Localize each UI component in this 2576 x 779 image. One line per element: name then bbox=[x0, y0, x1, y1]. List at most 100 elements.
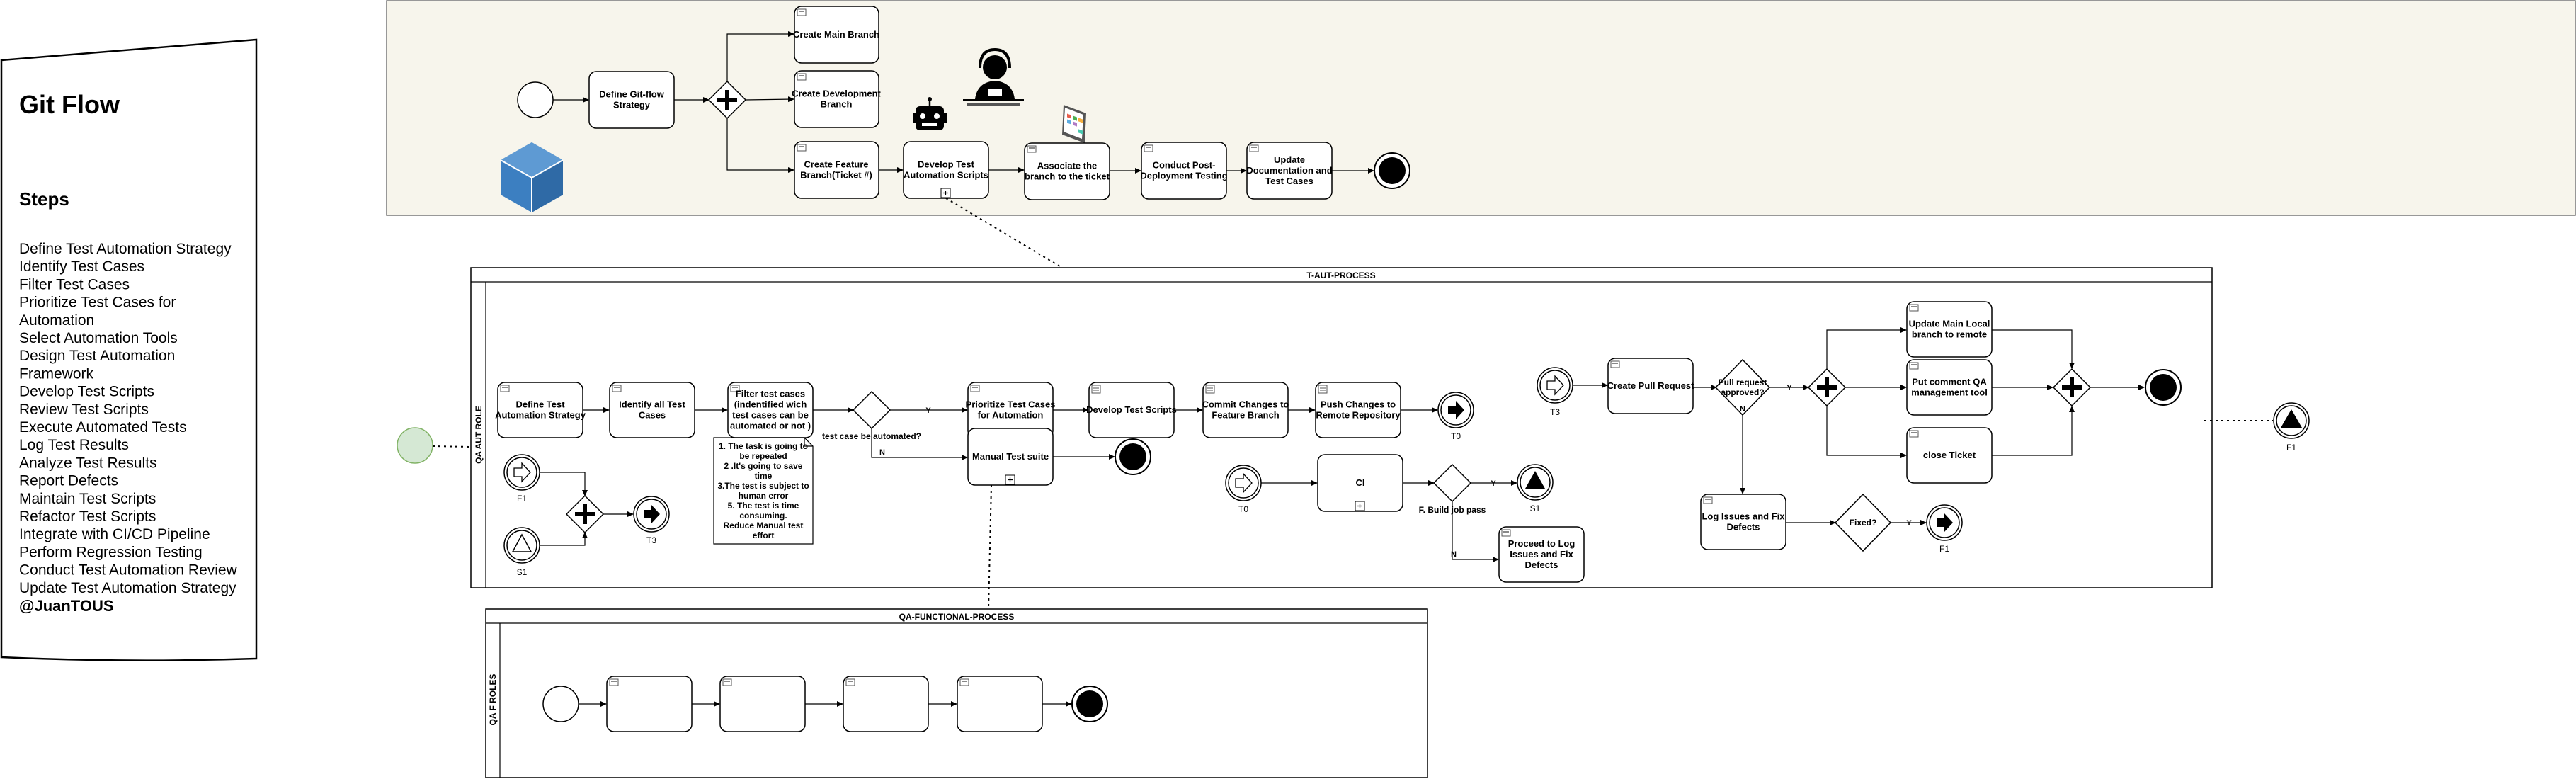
task-develop-test-scripts[interactable]: Develop Test Scripts bbox=[1086, 382, 1177, 438]
label-line: Strategy bbox=[613, 100, 651, 110]
event-label-s1-left: S1 bbox=[517, 567, 528, 577]
task-update-documentation-icon bbox=[1249, 144, 1259, 152]
label-line: Create Feature bbox=[804, 159, 868, 170]
label-line: time bbox=[755, 471, 773, 481]
flow-label-no-build: N bbox=[1451, 550, 1457, 559]
intermediate-throw-t3-left[interactable] bbox=[633, 496, 670, 533]
event-label-t3-left: T3 bbox=[646, 535, 656, 545]
signal-triangle-icon bbox=[2281, 409, 2302, 428]
card-step-item: Integrate with CI/CD Pipeline bbox=[19, 526, 210, 542]
flow-label-yes-fixed: Y bbox=[1906, 519, 1912, 528]
catch-event-s1[interactable] bbox=[503, 527, 540, 564]
qaf-task-1[interactable] bbox=[606, 676, 693, 732]
qaf-start-event[interactable] bbox=[542, 686, 579, 722]
label-line: Documentation and bbox=[1246, 165, 1332, 176]
card-shape bbox=[0, 38, 258, 661]
end-event-pr[interactable] bbox=[2145, 369, 2182, 406]
card-steps-list: Define Test Automation StrategyIdentify … bbox=[19, 241, 238, 596]
card-step-item: Refactor Test Scripts bbox=[19, 508, 156, 525]
task-ci[interactable]: CI bbox=[1317, 454, 1403, 512]
label-line: Remote Repository bbox=[1316, 410, 1401, 421]
label-line: test cases can be bbox=[732, 410, 809, 421]
label-line: Develop Test Scripts bbox=[1086, 404, 1177, 415]
arrow-right-icon bbox=[644, 505, 660, 523]
catch-event-f1[interactable] bbox=[503, 454, 540, 491]
label-line: Commit Changes to bbox=[1202, 399, 1289, 410]
label-line: Log Issues and Fix bbox=[1702, 511, 1785, 522]
flow-label-yes: Y bbox=[925, 406, 931, 415]
signal-triangle-icon bbox=[511, 533, 532, 552]
card-author: @JuanTOUS bbox=[19, 597, 114, 615]
label-line: be repeated bbox=[739, 451, 787, 461]
subprocess-marker-icon bbox=[1355, 501, 1365, 511]
robot-icon bbox=[913, 97, 947, 130]
task-associate-branch-icon bbox=[1027, 145, 1037, 153]
board-icon bbox=[1062, 105, 1086, 143]
label-line: approved? bbox=[1721, 387, 1764, 397]
task-prioritize-icon bbox=[970, 385, 980, 392]
task-create-pull-request[interactable]: Create Pull Request bbox=[1607, 358, 1694, 414]
label-line: CI bbox=[1356, 477, 1365, 488]
left-parallel-gateway[interactable] bbox=[565, 494, 605, 534]
label-line: Automation Scripts bbox=[904, 170, 988, 181]
task-develop-test-scripts-label: Develop Test Scripts bbox=[1086, 404, 1177, 415]
external-start-event[interactable] bbox=[397, 427, 433, 464]
label-line: Put comment QA bbox=[1912, 377, 1987, 387]
qaf-pool-title: QA-FUNCTIONAL-PROCESS bbox=[899, 612, 1015, 622]
intermediate-throw-t0-top[interactable] bbox=[1437, 392, 1474, 428]
end-event-manual[interactable] bbox=[1115, 438, 1151, 475]
qaf-task-4[interactable] bbox=[957, 676, 1043, 732]
label-line: 5. The test is time bbox=[728, 501, 799, 511]
catch-event-s1-right[interactable] bbox=[1517, 464, 1554, 501]
task-manual-test-suite[interactable]: Manual Test suite bbox=[967, 428, 1054, 486]
label-line: effort bbox=[753, 530, 775, 540]
label-line: branch to the ticket bbox=[1025, 171, 1110, 182]
label-line: Defects bbox=[1727, 522, 1760, 533]
catch-event-t3[interactable] bbox=[1537, 367, 1573, 404]
gateway-fixed[interactable] bbox=[1834, 493, 1892, 552]
card-step-item: Framework bbox=[19, 365, 94, 382]
pr-parallel-join-gateway[interactable] bbox=[2052, 368, 2092, 407]
label-line: close Ticket bbox=[1923, 450, 1976, 460]
label-line: Develop Test bbox=[918, 159, 975, 170]
git-start-event[interactable] bbox=[517, 81, 554, 118]
subprocess-marker-icon bbox=[940, 188, 951, 198]
qaf-task-2[interactable] bbox=[719, 676, 806, 732]
git-end-event[interactable] bbox=[1374, 152, 1410, 189]
external-throw-f1[interactable] bbox=[2273, 402, 2310, 439]
label-line: Prioritize Test Cases bbox=[966, 399, 1056, 410]
card-step-item: Review Test Scripts bbox=[19, 402, 149, 418]
task-conduct-post-deployment[interactable]: Conduct Post-Deployment Testing bbox=[1140, 142, 1228, 200]
flow-label-no: N bbox=[879, 448, 885, 457]
qaf-task-3[interactable] bbox=[843, 676, 929, 732]
label-line: consuming. bbox=[739, 511, 787, 521]
catch-event-t0[interactable] bbox=[1225, 465, 1262, 501]
task-close-ticket[interactable]: close Ticket bbox=[1906, 427, 1993, 484]
task-create-main-branch[interactable]: Create Main Branch bbox=[793, 6, 879, 64]
intermediate-throw-f1-right[interactable] bbox=[1926, 504, 1963, 541]
qaf-task-2-icon bbox=[722, 678, 732, 686]
card-step-item: Update Test Automation Strategy bbox=[19, 580, 236, 596]
pr-parallel-split-gateway[interactable] bbox=[1807, 368, 1847, 407]
qaf-end-event[interactable] bbox=[1071, 686, 1108, 722]
label-line: 1. The task is going to bbox=[719, 441, 808, 451]
